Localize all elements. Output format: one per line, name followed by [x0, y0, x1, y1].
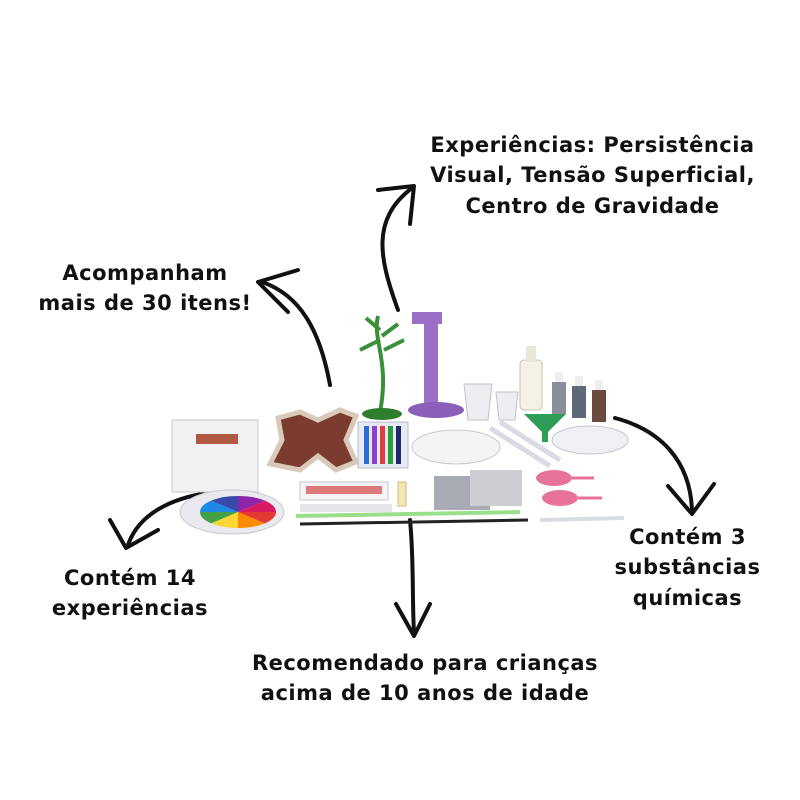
label-strip: [300, 504, 392, 512]
arrow-count-head: [108, 518, 160, 550]
items-annotation: Acompanham mais de 30 itens!: [30, 258, 260, 319]
chemicals-line-1: Contém 3: [629, 525, 746, 549]
count-experiences-annotation: Contém 14 experiências: [40, 563, 220, 624]
tree-base: [362, 408, 402, 420]
petri-dish: [551, 425, 629, 455]
arrow-chemicals-head: [666, 482, 716, 516]
wheel-slice: [238, 512, 265, 528]
figure-card: [266, 407, 360, 473]
arrows: [108, 184, 716, 638]
bottle-3: [592, 390, 606, 422]
plastic-cup-1: [463, 383, 493, 421]
plastic-cup-2: [495, 391, 519, 421]
arrow-experiences-head: [376, 184, 416, 226]
grey-sheet-2: [470, 470, 522, 506]
green-tree: [359, 315, 405, 413]
wheel-slice: [238, 496, 265, 512]
experiences-annotation: Experiências: Persistência Visual, Tensã…: [420, 130, 765, 221]
bottle-1: [552, 382, 566, 414]
wheel-slice: [211, 512, 238, 528]
bottle-2: [572, 386, 586, 418]
items-line-1: Acompanham: [62, 261, 228, 285]
chemicals-line-3: químicas: [632, 585, 743, 610]
chemicals-annotation: Contém 3 substâncias químicas: [605, 522, 770, 613]
chemicals-line-2: substâncias: [614, 555, 761, 580]
balloon-2: [542, 490, 578, 506]
black-rod: [299, 518, 529, 526]
experiences-line-3: Centro de Gravidade: [465, 193, 720, 218]
experiences-line-1: Experiências: Persistência: [430, 133, 755, 157]
wheel-slice: [211, 496, 238, 512]
clear-tube: [539, 516, 625, 522]
large-bottle: [519, 359, 543, 411]
kit-items: [171, 312, 629, 535]
pipette-1: [488, 425, 552, 469]
experiences-line-2: Visual, Tensão Superficial,: [430, 163, 755, 188]
small-vial: [397, 481, 407, 507]
age-annotation: Recomendado para crianças acima de 10 an…: [240, 648, 610, 709]
count-line-1: Contém 14: [64, 566, 196, 590]
count-line-2: experiências: [51, 596, 209, 621]
white-disc: [411, 429, 501, 465]
age-line-1: Recomendado para crianças: [251, 651, 599, 675]
age-line-2: acima de 10 anos de idade: [260, 681, 590, 706]
wheel-slice: [238, 512, 276, 524]
wheel-slice: [238, 500, 276, 512]
color-wheel: [200, 496, 276, 528]
balloon-1: [536, 470, 572, 486]
wheel-slice: [200, 500, 238, 512]
arrow-experiences: [380, 186, 414, 312]
arrow-items-head: [256, 268, 300, 314]
wheel-slice: [200, 512, 238, 524]
instruction-card: [171, 419, 259, 493]
arrow-age-head: [394, 602, 432, 638]
green-funnel: [524, 414, 566, 442]
arrow-age: [408, 518, 416, 634]
green-straw: [295, 510, 521, 518]
items-line-2: mais de 30 itens!: [38, 291, 252, 316]
arrow-chemicals: [613, 416, 694, 512]
pipette-2: [498, 419, 562, 463]
card-label: [196, 434, 238, 444]
arrow-items: [260, 280, 332, 387]
